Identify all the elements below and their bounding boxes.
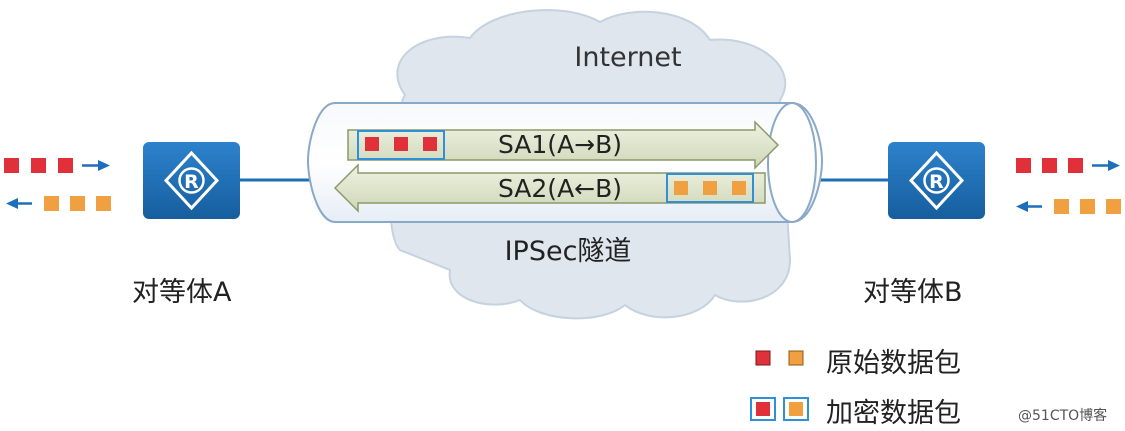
legend-original-red (755, 350, 771, 366)
router-a-box (143, 142, 240, 219)
ipsec-tunnel: SA1(A→B) SA2(A←B) IPSec隧道 (306, 102, 824, 267)
router-a-letter: R (184, 171, 199, 193)
router-a: R (143, 142, 240, 219)
tunnel-end-cap (767, 102, 817, 223)
packet-original (31, 158, 46, 173)
arrow-left-icon (1016, 201, 1028, 212)
sa1-packet-1 (365, 137, 379, 151)
tunnel-label: IPSec隧道 (505, 236, 632, 267)
legend-encrypted-orange-frame (783, 397, 809, 421)
router-b-diamond (908, 150, 965, 211)
sa1-packet-2 (394, 137, 408, 151)
peer-a-outgoing-flow (4, 158, 110, 173)
sa2-packet-2 (703, 181, 717, 195)
packet-original (1068, 158, 1083, 173)
legend-original-label: 原始数据包 (826, 348, 961, 379)
legend-encrypted-orange (789, 402, 803, 416)
peer-b-label: 对等体B (863, 277, 963, 308)
sa1-label: SA1(A→B) (498, 130, 622, 159)
router-b-letter: R (929, 171, 944, 193)
legend-original-swatches (755, 350, 804, 366)
peer-b-incoming-flow (1016, 199, 1121, 214)
peer-a-incoming-flow (6, 196, 111, 211)
packet-original (1042, 158, 1057, 173)
sa1-packet-frame (357, 130, 445, 160)
packet-original (96, 196, 111, 211)
legend (750, 350, 809, 421)
cloud-label: Internet (574, 42, 681, 73)
packet-original (44, 196, 59, 211)
sa2-packet-frame (666, 173, 754, 203)
router-a-circle (178, 167, 205, 194)
tunnel-body (306, 102, 824, 223)
router-icon: R (908, 150, 965, 211)
legend-encrypted-swatches (750, 397, 809, 421)
legend-encrypted-red-frame (750, 397, 776, 421)
sa2-arrow: SA2(A←B) (333, 163, 766, 213)
sa1-arrow: SA1(A→B) (347, 120, 780, 170)
packet-original (1080, 199, 1095, 214)
packet-original (70, 196, 85, 211)
router-b: R (888, 142, 985, 219)
arrow-left-icon (6, 198, 18, 209)
legend-encrypted-red (756, 402, 770, 416)
packet-original (58, 158, 73, 173)
sa2-packet-1 (674, 181, 688, 195)
packet-original (1106, 199, 1121, 214)
legend-original-orange (788, 350, 804, 366)
router-b-circle (923, 167, 950, 194)
router-icon: R (163, 150, 220, 211)
sa2-label: SA2(A←B) (498, 174, 622, 203)
arrow-right-icon (98, 160, 110, 171)
legend-encrypted-label: 加密数据包 (826, 398, 961, 429)
peer-a-label: 对等体A (132, 277, 232, 308)
sa1-packet-3 (423, 137, 437, 151)
router-a-diamond (163, 150, 220, 211)
packet-original (1054, 199, 1069, 214)
arrow-right-icon (1108, 160, 1120, 171)
packet-original (4, 158, 19, 173)
sa2-packet-3 (732, 181, 746, 195)
watermark: @51CTO博客 (1018, 408, 1108, 424)
peer-b-outgoing-flow (1016, 158, 1120, 173)
router-b-box (888, 142, 985, 219)
packet-original (1016, 158, 1031, 173)
